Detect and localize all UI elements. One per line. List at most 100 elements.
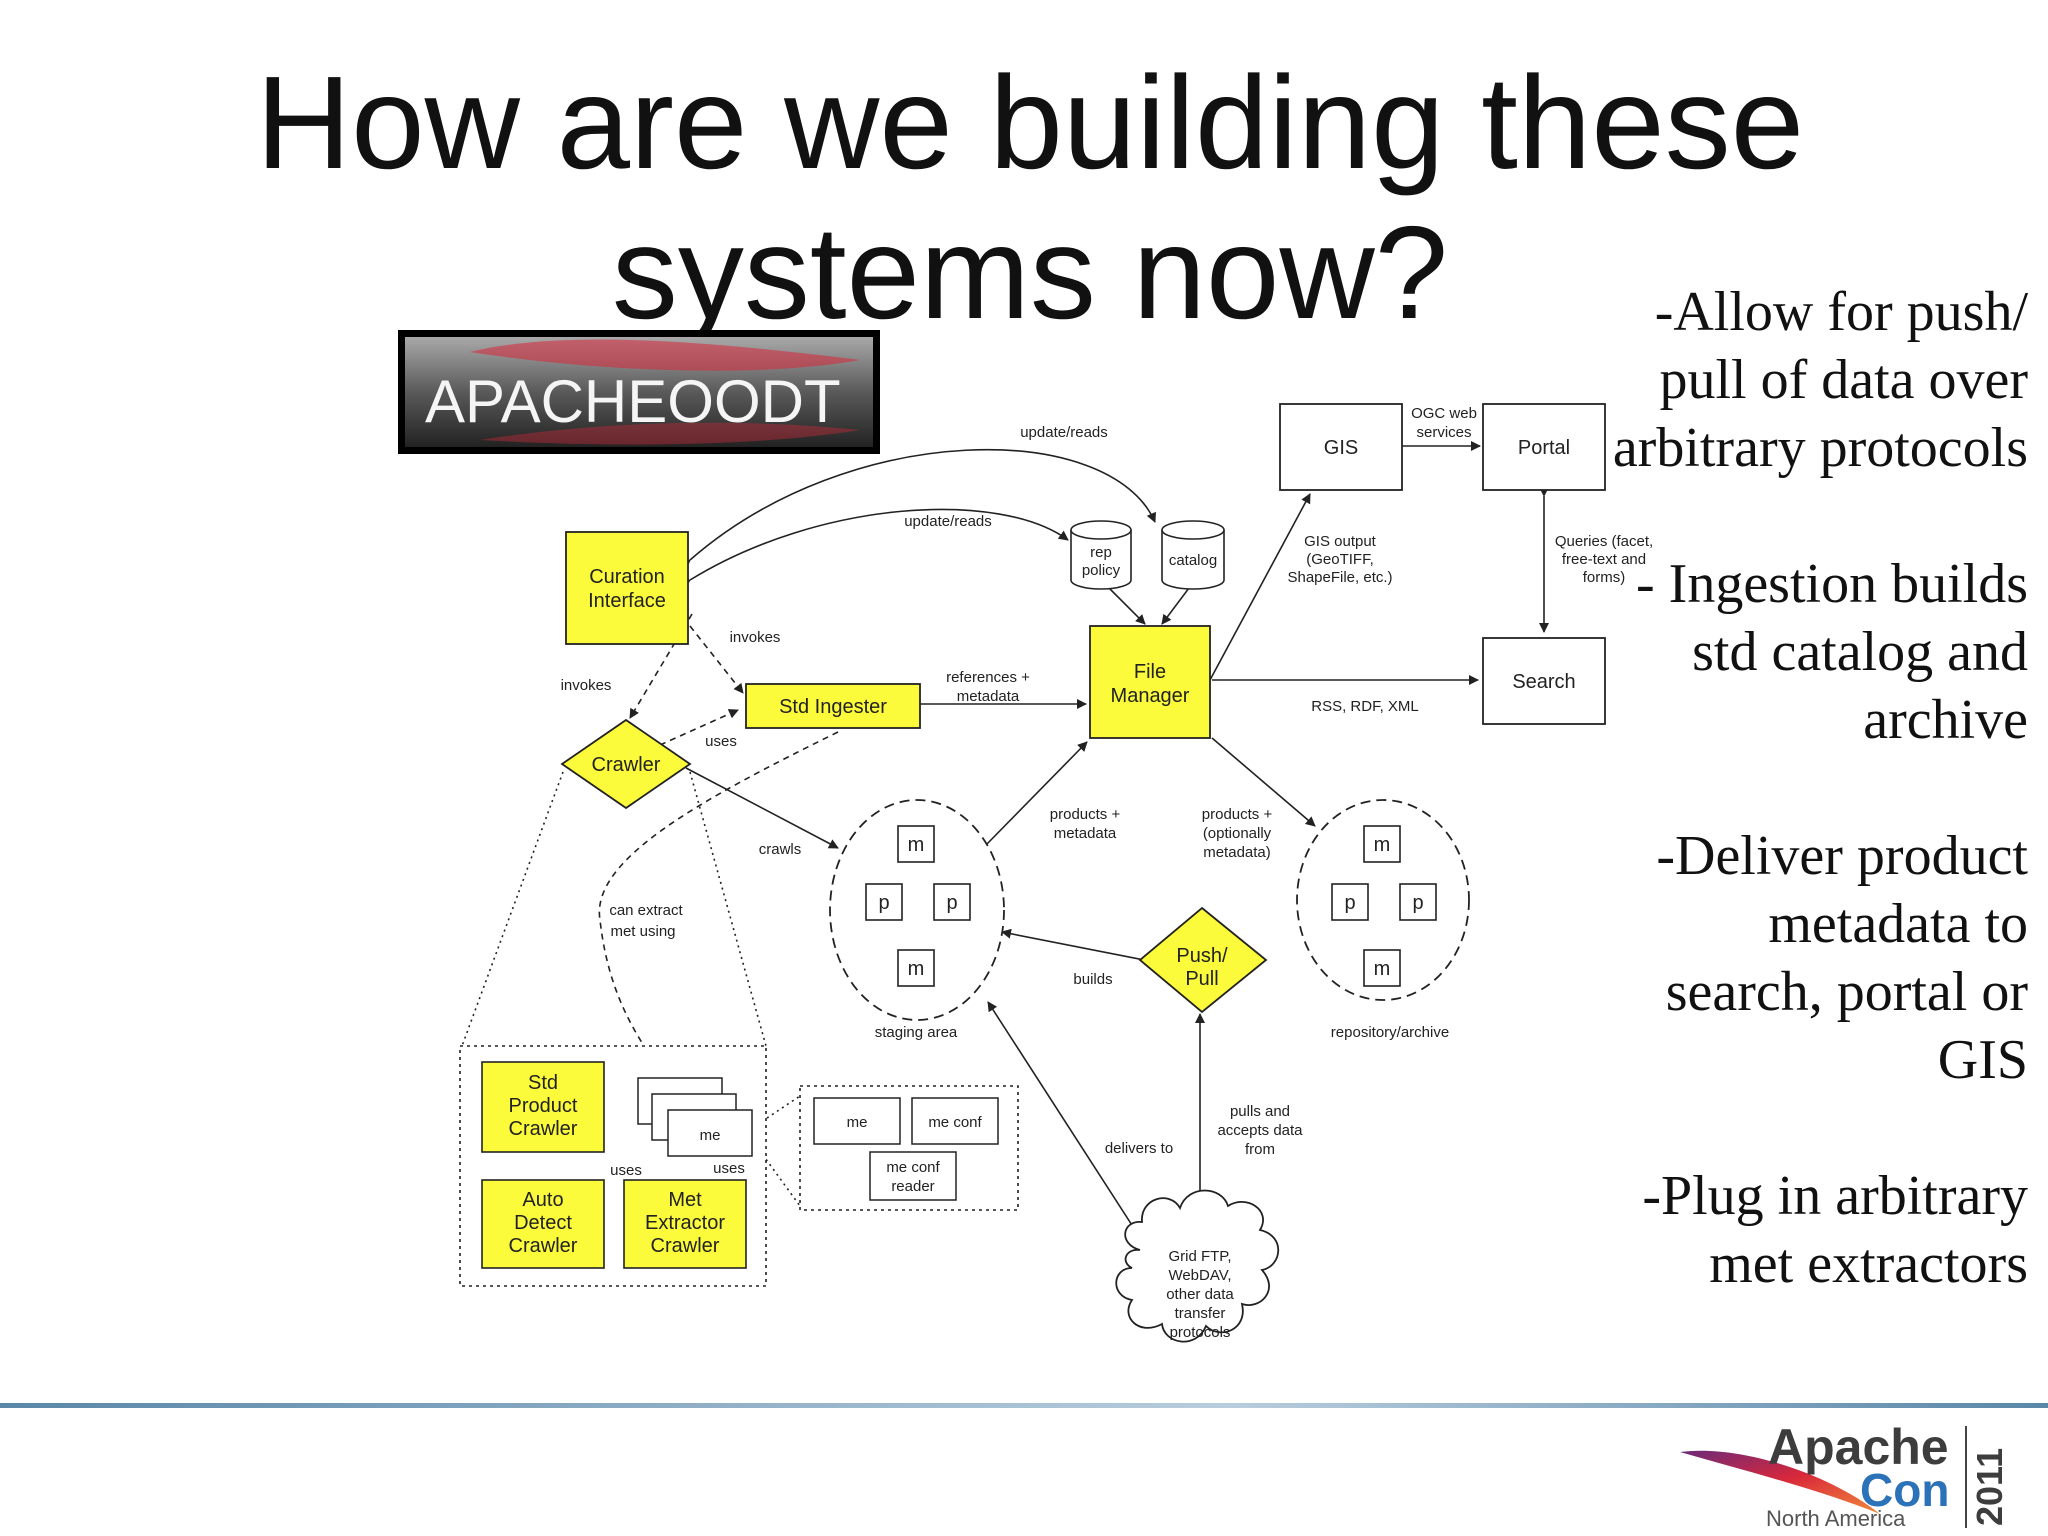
met-extractor-crawler-node — [623, 1179, 747, 1269]
curation-interface-label-1: Curation — [589, 566, 665, 588]
repo-product-box-right — [1399, 883, 1437, 921]
repo-metadata-box-top — [1363, 825, 1401, 863]
met-extractor-crawler-label-2: Extractor — [645, 1212, 725, 1234]
repo-metadata-label-bottom: m — [1374, 958, 1391, 980]
repo-product-label-right: p — [1412, 892, 1423, 914]
apachecon-year-text: 2011 — [1969, 1448, 2010, 1526]
products-metadata-label-2: metadata — [1054, 825, 1117, 842]
edge-crawler-uses-ingester — [659, 709, 739, 746]
uses-right-label: uses — [713, 1160, 745, 1177]
repo-product-box-left — [1331, 883, 1369, 921]
references-label-2: metadata — [957, 688, 1020, 705]
search-node — [1482, 637, 1606, 725]
apachecon-apache-text: Apache — [1768, 1419, 1949, 1475]
rep-policy-node — [1070, 520, 1132, 590]
me-conf-label: me conf — [928, 1114, 982, 1131]
repo-metadata-box-bottom — [1363, 949, 1401, 987]
me-node — [813, 1097, 901, 1145]
queries-label-2: free-text and — [1562, 551, 1646, 568]
edge-catalog-file-manager — [1161, 573, 1202, 625]
oodt-feather-shape-lower — [480, 422, 860, 445]
edge-file-manager-gis — [1209, 493, 1311, 681]
edge-staging-to-file-manager — [984, 741, 1088, 847]
queries-label-3: forms) — [1583, 569, 1626, 586]
bullet-push-pull: -Allow for push/ pull of data over arbit… — [1612, 281, 2028, 479]
uses-left-label: uses — [610, 1162, 642, 1179]
met-extractor-crawler-label-1: Met — [668, 1189, 702, 1211]
rep-policy-label-2: policy — [1082, 562, 1121, 579]
update-reads-top-label: update/reads — [1020, 424, 1108, 441]
edge-rep-policy-file-manager — [1095, 574, 1146, 625]
std-ingester-node — [745, 683, 921, 729]
apachecon-logo: Apache Con North America 2011 — [1680, 1419, 2010, 1530]
oodt-feather-shape — [470, 339, 860, 371]
crawler-label: Crawler — [592, 754, 661, 776]
edge-crawler-zoom-left — [461, 771, 564, 1047]
portal-node — [1482, 403, 1606, 491]
gis-node — [1279, 403, 1403, 491]
staging-metadata-box-top — [897, 825, 935, 863]
repository-archive-node — [1296, 799, 1470, 1001]
bullet-deliver-metadata: -Deliver product metadata to search, por… — [1656, 825, 2028, 1091]
auto-detect-crawler-node — [481, 1179, 605, 1269]
pulls-accepts-label-1: pulls and — [1230, 1103, 1290, 1120]
gis-output-label-1: GIS output — [1304, 533, 1377, 550]
apachecon-con-text: Con — [1860, 1464, 1949, 1516]
products-metadata-label-1: products + — [1050, 806, 1121, 823]
search-label: Search — [1512, 671, 1575, 693]
staging-product-label-left: p — [878, 892, 889, 914]
bullet-list: -Allow for push/ pull of data over arbit… — [1610, 278, 2028, 1366]
std-ingester-label: Std Ingester — [779, 696, 887, 718]
staging-area-label: staging area — [875, 1024, 958, 1041]
std-product-crawler-label-2: Product — [509, 1095, 578, 1117]
rep-policy-label-1: rep — [1090, 544, 1112, 561]
auto-detect-crawler-label-3: Crawler — [509, 1235, 578, 1257]
met-extractor-crawler-label-3: Crawler — [651, 1235, 720, 1257]
me-conf-reader-label-1: me conf — [886, 1159, 940, 1176]
auto-detect-crawler-label-2: Detect — [514, 1212, 572, 1234]
me-label: me — [847, 1114, 868, 1131]
grid-cloud-label-2: WebDAV, — [1168, 1267, 1231, 1284]
portal-label: Portal — [1518, 437, 1570, 459]
bullet-met-extractors: -Plug in arbitrary met extractors — [1642, 1165, 2028, 1295]
staging-metadata-label-top: m — [908, 834, 925, 856]
curation-interface-label-2: Interface — [588, 590, 666, 612]
can-extract-label-2: met using — [610, 923, 675, 940]
gis-label: GIS — [1324, 437, 1358, 459]
staging-area-node — [829, 799, 1005, 1021]
rss-rdf-xml-label: RSS, RDF, XML — [1311, 698, 1419, 715]
builds-label: builds — [1073, 971, 1112, 988]
push-pull-label-1: Push/ — [1176, 945, 1228, 967]
pulls-accepts-label-2: accepts data — [1217, 1122, 1303, 1139]
staging-product-box-right — [933, 883, 971, 921]
edge-curation-invokes-crawler — [629, 613, 693, 719]
products-optional-label-1: products + — [1202, 806, 1273, 823]
curation-interface-node — [565, 531, 689, 645]
repo-product-label-left: p — [1344, 892, 1355, 914]
apache-oodt-logo: APACHEOODT — [398, 330, 880, 454]
apachecon-feather-icon — [1680, 1450, 1880, 1514]
grid-cloud-label-5: protocols — [1170, 1324, 1231, 1341]
grid-cloud-label-4: transfer — [1175, 1305, 1226, 1322]
grid-cloud-label-1: Grid FTP, — [1168, 1248, 1231, 1265]
can-extract-label-1: can extract — [609, 902, 683, 919]
me-conf-node — [911, 1097, 999, 1145]
delivers-to-label: delivers to — [1105, 1140, 1173, 1157]
apachecon-region-text: North America — [1766, 1506, 1906, 1530]
auto-detect-crawler-label-1: Auto — [522, 1189, 563, 1211]
std-product-crawler-node — [481, 1061, 605, 1153]
staging-metadata-box-bottom — [897, 949, 935, 987]
std-product-crawler-label-3: Crawler — [509, 1118, 578, 1140]
repository-archive-label: repository/archive — [1331, 1024, 1449, 1041]
invokes-ingester-label: invokes — [730, 629, 781, 646]
uses-ingester-label: uses — [705, 733, 737, 750]
grid-ftp-cloud-node — [1115, 1189, 1280, 1343]
edge-curation-invokes-ingester — [689, 625, 744, 694]
me-conf-reader-label-2: reader — [891, 1178, 934, 1195]
edge-crawler-crawls-staging — [685, 767, 839, 849]
catalog-label: catalog — [1169, 552, 1217, 569]
slide-title: How are we building these systems now? — [255, 49, 1805, 346]
crawler-node — [560, 718, 692, 810]
edge-me-zoom-top — [751, 1095, 801, 1129]
edge-crawler-zoom-right — [689, 771, 767, 1047]
